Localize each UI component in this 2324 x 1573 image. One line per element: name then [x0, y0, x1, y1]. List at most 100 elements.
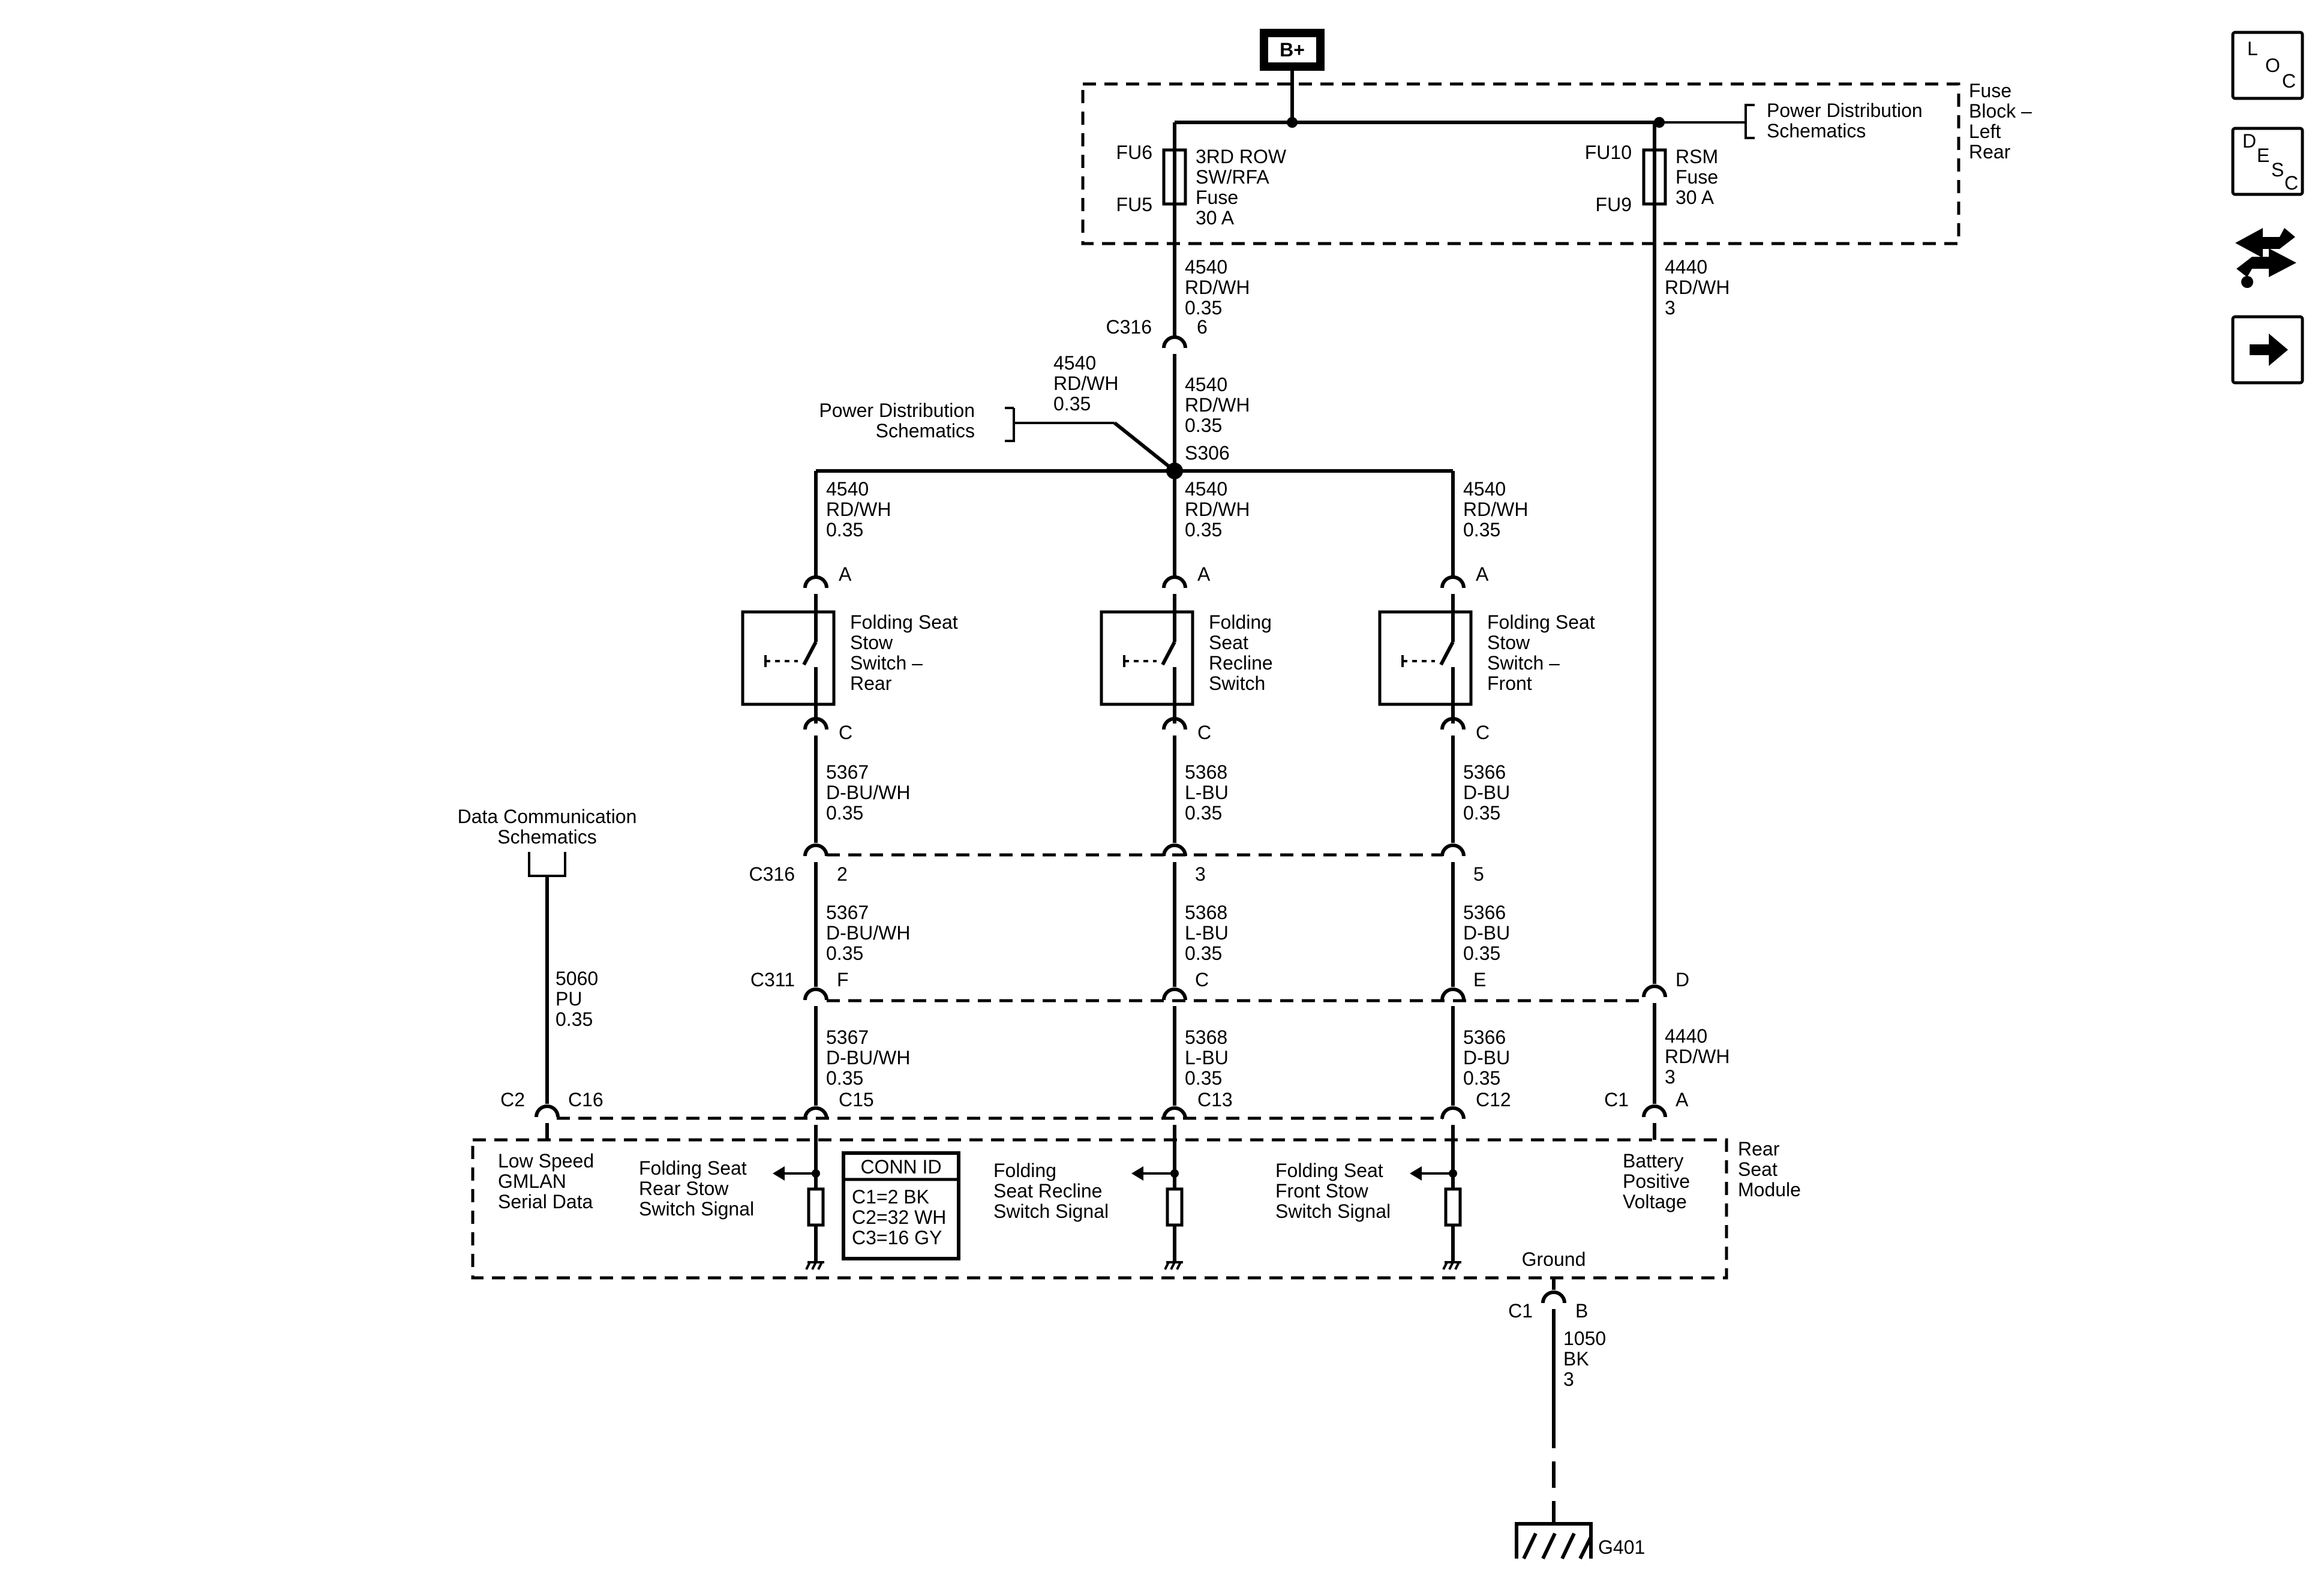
svg-text:D-BU/WH: D-BU/WH [826, 922, 910, 944]
svg-text:5368: 5368 [1185, 1026, 1227, 1048]
fuse-block-name: Fuse Block – Left Rear [1969, 80, 2032, 163]
loc-button[interactable]: L O C [2231, 31, 2304, 100]
svg-text:C2: C2 [500, 1089, 525, 1110]
svg-text:3: 3 [1665, 1066, 1676, 1088]
splice-s306: S306 [816, 442, 1453, 479]
svg-text:Stow: Stow [850, 632, 893, 653]
svg-text:4540: 4540 [1185, 256, 1227, 278]
svg-text:C2=32 WH: C2=32 WH [852, 1206, 946, 1228]
svg-text:Schematics: Schematics [497, 826, 596, 848]
svg-text:Rear: Rear [850, 673, 892, 694]
svg-text:RD/WH: RD/WH [1463, 499, 1528, 520]
svg-text:RD/WH: RD/WH [1185, 499, 1250, 520]
svg-text:0.35: 0.35 [1185, 519, 1222, 541]
c316-mid-name: C316 [749, 863, 795, 885]
fuse-left-top-id: FU6 [1116, 142, 1152, 163]
svg-text:C13: C13 [1197, 1089, 1233, 1110]
svg-text:L: L [2247, 38, 2258, 59]
svg-text:Folding Seat: Folding Seat [850, 611, 958, 633]
svg-text:Folding Seat: Folding Seat [1487, 611, 1595, 633]
desc-button[interactable]: D E S C [2231, 127, 2304, 196]
svg-text:C: C [2282, 70, 2296, 92]
fuse-left-bottom-id: FU5 [1116, 194, 1152, 215]
svg-text:Fuse: Fuse [1676, 166, 1718, 188]
svg-text:C: C [2284, 172, 2298, 194]
power-dist-ref-2: Power Distribution Schematics [819, 400, 975, 442]
svg-text:5366: 5366 [1463, 1026, 1506, 1048]
svg-text:Power Distribution: Power Distribution [819, 400, 975, 421]
svg-text:RSM: RSM [1676, 146, 1718, 167]
svg-text:4540: 4540 [1185, 478, 1227, 500]
supply-label: B+ [1280, 39, 1305, 61]
svg-text:30 A: 30 A [1196, 207, 1235, 229]
location-icon: L O C [2247, 38, 2296, 92]
svg-text:Folding Seat: Folding Seat [639, 1157, 747, 1179]
svg-text:0.35: 0.35 [1053, 393, 1091, 415]
connector-c316-dashed: C316 2 3 5 [749, 853, 1484, 885]
svg-text:Switch: Switch [1209, 673, 1265, 694]
svg-text:Folding: Folding [993, 1160, 1056, 1181]
svg-text:5367: 5367 [826, 1026, 869, 1048]
svg-text:S: S [2271, 159, 2284, 181]
svg-text:Module: Module [1738, 1179, 1801, 1200]
svg-text:D-BU: D-BU [1463, 782, 1510, 803]
svg-text:3: 3 [1665, 297, 1676, 319]
svg-text:0.35: 0.35 [826, 519, 863, 541]
svg-text:BK: BK [1563, 1348, 1589, 1370]
wire-label-5060: 5060 PU 0.35 [556, 968, 598, 1030]
svg-text:5: 5 [1473, 863, 1484, 885]
svg-text:Positive: Positive [1623, 1170, 1690, 1192]
svg-text:A: A [1676, 1089, 1689, 1110]
svg-text:Data Communication: Data Communication [458, 806, 637, 827]
svg-text:B: B [1575, 1300, 1588, 1322]
svg-text:0.35: 0.35 [556, 1008, 593, 1030]
svg-text:Switch Signal: Switch Signal [993, 1200, 1109, 1222]
wire-5060-gmlan: Data Communication Schematics 5060 PU 0.… [458, 806, 637, 1140]
wire-label-4540-c: 4540 RD/WH 0.35 [1053, 352, 1118, 415]
svg-text:Low Speed: Low Speed [498, 1150, 594, 1172]
svg-text:Seat: Seat [1738, 1158, 1777, 1180]
c316-top-pin: 6 [1197, 316, 1208, 338]
connector-end-view-button[interactable] [2233, 216, 2302, 294]
c311-name: C311 [750, 969, 795, 990]
svg-text:5366: 5366 [1463, 761, 1506, 783]
next-page-arrow-icon [2250, 334, 2288, 366]
svg-text:Switch Signal: Switch Signal [1275, 1200, 1391, 1222]
svg-text:4540: 4540 [1185, 374, 1227, 395]
svg-text:CONN ID: CONN ID [860, 1156, 941, 1178]
svg-text:D-BU: D-BU [1463, 922, 1510, 944]
wire-label-4440-b: 4440 RD/WH 3 [1665, 1025, 1730, 1088]
svg-text:RD/WH: RD/WH [1185, 277, 1250, 298]
svg-text:Rear: Rear [1738, 1138, 1780, 1160]
svg-text:Schematics: Schematics [876, 420, 975, 442]
wire-label-4440-a: 4440 RD/WH 3 [1665, 256, 1730, 319]
svg-text:Front Stow: Front Stow [1275, 1180, 1369, 1202]
fuse-3rd-row: FU6 FU5 3RD ROW SW/RFA Fuse 30 A [1116, 122, 1287, 229]
svg-text:0.35: 0.35 [826, 942, 863, 964]
battery-voltage-label: Battery Positive Voltage [1623, 1150, 1690, 1212]
svg-text:F: F [837, 969, 849, 990]
svg-text:Rear: Rear [1969, 141, 2011, 163]
svg-text:C: C [839, 722, 852, 743]
svg-text:4540: 4540 [826, 478, 869, 500]
svg-text:C: C [1476, 722, 1490, 743]
svg-text:4540: 4540 [1463, 478, 1506, 500]
next-page-button[interactable] [2231, 315, 2304, 385]
svg-text:A: A [1476, 563, 1489, 585]
svg-text:4540: 4540 [1053, 352, 1096, 374]
svg-text:Fuse: Fuse [1969, 80, 2011, 101]
fuse-right-bottom-id: FU9 [1596, 194, 1632, 215]
svg-text:D-BU: D-BU [1463, 1047, 1510, 1068]
svg-text:5366: 5366 [1463, 902, 1506, 923]
svg-text:5367: 5367 [826, 902, 869, 923]
wire-4540-feed: 4540 RD/WH 0.35 C316 6 4540 RD/WH 0.35 [1106, 204, 1250, 471]
